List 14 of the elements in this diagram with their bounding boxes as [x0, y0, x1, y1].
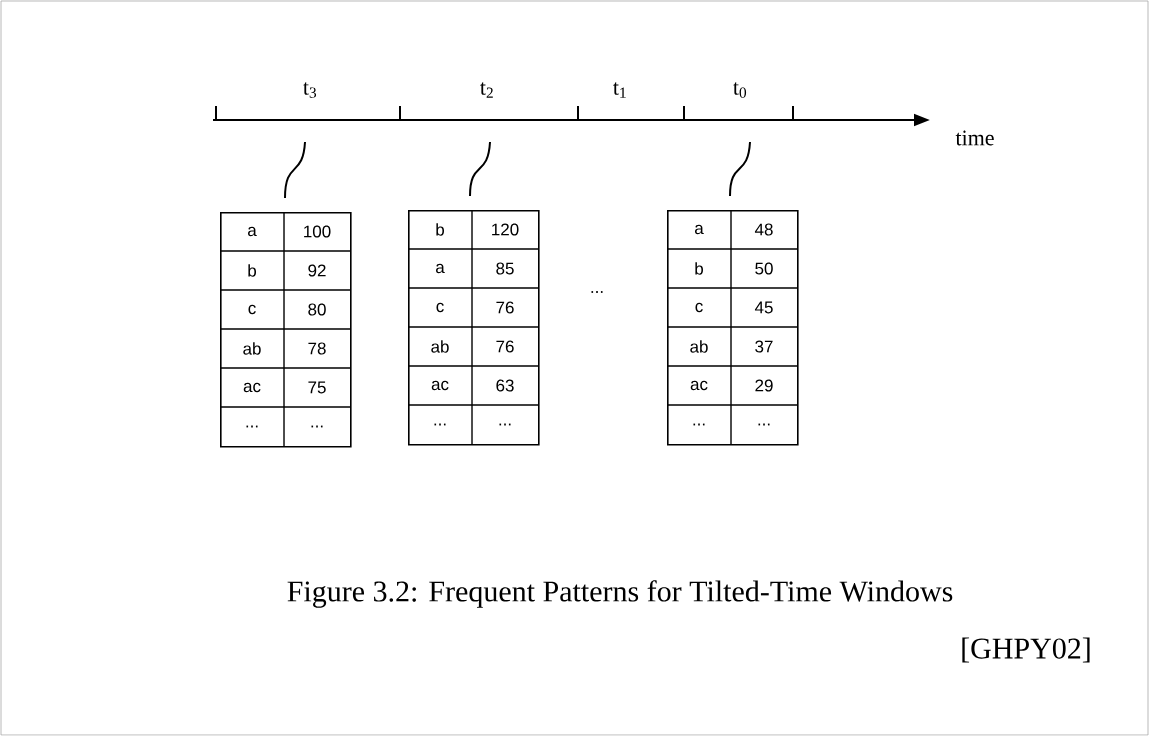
axis-label: time [955, 130, 994, 146]
interval-label: t$_{2}$ [480, 82, 493, 98]
squiggle-connector [469, 141, 491, 197]
squiggle-connector [729, 141, 751, 197]
interval-label: t$_{3}$ [303, 82, 317, 98]
data-table: a 48 b 50 c 45 ab 37 ac 29 ... ... [666, 209, 799, 446]
caption: Figure 3.2: Frequent Patterns for Tilted-Time Windows [287, 580, 953, 608]
ellipsis: ... [591, 291, 603, 293]
data-table: b 120 a 85 c 76 ab 76 ac 63 ... ... [407, 209, 540, 446]
squiggle-connector [284, 141, 306, 199]
citation: [GHPY02] [962, 637, 1090, 663]
interval-label: t$_{1}$ [613, 82, 626, 98]
data-table: a 100 b 92 c 80 ab 78 ac 75 ... ... [219, 211, 352, 448]
interval-label: t$_{0}$ [733, 82, 747, 98]
